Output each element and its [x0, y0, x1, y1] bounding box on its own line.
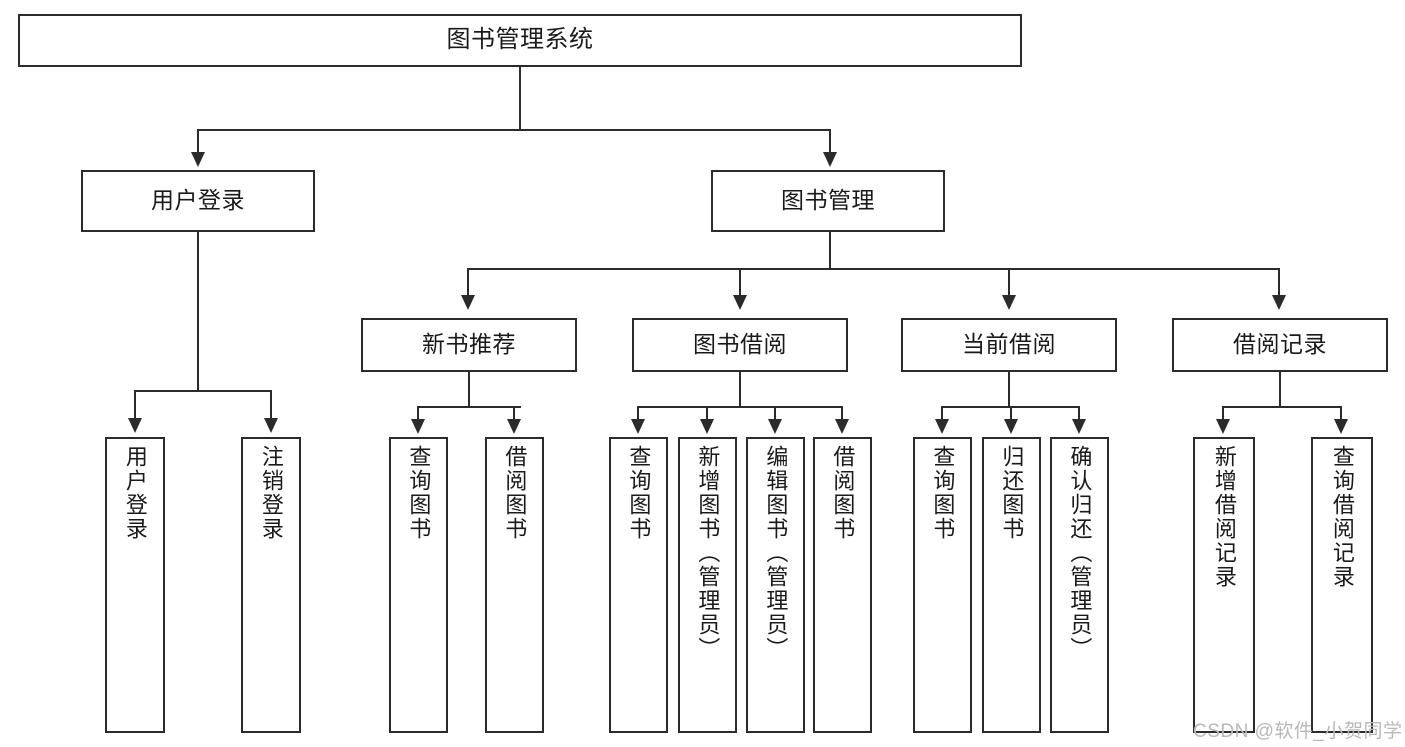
node-leaf-confirm-return[interactable]: 确认归还（管理员） — [1050, 437, 1109, 733]
arrow-leaf-query-book-2 — [631, 419, 645, 434]
node-leaf-query-record[interactable]: 查询借阅记录 — [1311, 437, 1373, 733]
node-label: 借阅图书 — [502, 445, 528, 541]
node-label: 用户登录 — [151, 187, 245, 214]
node-label: 查询图书 — [406, 445, 432, 541]
connector-drop-leaf-add-book — [706, 406, 708, 423]
arrow-leaf-borrow-book-1 — [507, 419, 521, 434]
connector-level2-bus — [197, 129, 831, 131]
node-leaf-add-book[interactable]: 新增图书（管理员） — [678, 437, 737, 733]
arrow-leaf-add-book — [700, 419, 714, 434]
node-book-management[interactable]: 图书管理 — [711, 170, 945, 232]
node-leaf-query-book-1[interactable]: 查询图书 — [389, 437, 448, 733]
connector-drop-user-login — [197, 129, 199, 156]
node-label: 图书管理 — [781, 187, 875, 214]
connector-new-book-recommend-stem — [468, 372, 470, 408]
node-leaf-borrow-book-2[interactable]: 借阅图书 — [813, 437, 872, 733]
arrow-user-login — [191, 152, 205, 167]
node-label: 新增图书（管理员） — [695, 445, 721, 661]
node-book-borrow[interactable]: 图书借阅 — [632, 318, 848, 372]
connector-drop-leaf-query-book-3 — [941, 406, 943, 423]
arrow-leaf-borrow-book-2 — [835, 419, 849, 434]
arrow-leaf-query-book-3 — [935, 419, 949, 434]
node-label: 借阅图书 — [830, 445, 856, 541]
node-leaf-borrow-book-1[interactable]: 借阅图书 — [485, 437, 544, 733]
node-current-borrow[interactable]: 当前借阅 — [901, 318, 1117, 372]
arrow-leaf-query-book-1 — [411, 419, 425, 434]
node-root-system[interactable]: 图书管理系统 — [18, 14, 1022, 67]
node-label: 归还图书 — [999, 445, 1025, 541]
arrow-leaf-logout-login — [264, 418, 278, 433]
connector-drop-leaf-query-book-1 — [417, 406, 419, 423]
node-label: 确认归还（管理员） — [1067, 445, 1093, 661]
connector-drop-leaf-query-book-2 — [637, 406, 639, 423]
node-label: 用户登录 — [122, 445, 148, 541]
node-label: 编辑图书（管理员） — [763, 445, 789, 661]
connector-book-borrow-bus — [637, 406, 843, 408]
connector-drop-leaf-confirm-return — [1078, 406, 1080, 423]
connector-book-borrow-stem — [739, 372, 741, 408]
node-leaf-user-login[interactable]: 用户登录 — [105, 437, 165, 733]
connector-user-login-bus — [134, 390, 272, 392]
arrow-leaf-user-login — [128, 418, 142, 433]
connector-drop-leaf-borrow-book-2 — [841, 406, 843, 423]
node-label: 图书借阅 — [693, 331, 787, 358]
node-leaf-query-book-2[interactable]: 查询图书 — [609, 437, 668, 733]
node-label: 借阅记录 — [1233, 331, 1327, 358]
arrow-leaf-return-book — [1004, 419, 1018, 434]
connector-borrow-record-stem — [1279, 372, 1281, 408]
node-label: 查询图书 — [626, 445, 652, 541]
node-new-book-recommend[interactable]: 新书推荐 — [361, 318, 577, 372]
node-label: 新增借阅记录 — [1211, 445, 1237, 589]
connector-drop-leaf-edit-book — [774, 406, 776, 423]
node-leaf-logout-login[interactable]: 注销登录 — [241, 437, 301, 733]
connector-root-stem — [519, 67, 521, 130]
connector-drop-book-management — [829, 129, 831, 156]
connector-drop-leaf-logout-login — [270, 390, 272, 422]
node-label: 注销登录 — [258, 445, 284, 541]
connector-current-borrow-stem — [1008, 372, 1010, 408]
connector-drop-current-borrow — [1008, 268, 1010, 299]
node-label: 查询图书 — [930, 445, 956, 541]
arrow-leaf-query-record — [1334, 419, 1348, 434]
arrow-borrow-record — [1272, 295, 1286, 310]
connector-drop-book-borrow — [739, 268, 741, 299]
arrow-leaf-edit-book — [768, 419, 782, 434]
node-label: 图书管理系统 — [446, 26, 594, 54]
node-borrow-record[interactable]: 借阅记录 — [1172, 318, 1388, 372]
connector-drop-leaf-return-book — [1010, 406, 1012, 423]
connector-new-book-recommend-bus — [417, 406, 521, 408]
arrow-leaf-add-record — [1216, 419, 1230, 434]
node-label: 新书推荐 — [422, 331, 516, 358]
connector-drop-leaf-add-record — [1222, 406, 1224, 423]
arrow-book-management — [823, 152, 837, 167]
node-label: 查询借阅记录 — [1329, 445, 1355, 589]
arrow-current-borrow — [1002, 295, 1016, 310]
connector-level3-bus — [467, 268, 1280, 270]
node-leaf-query-book-3[interactable]: 查询图书 — [913, 437, 972, 733]
connector-drop-leaf-user-login — [134, 390, 136, 422]
connector-drop-leaf-borrow-book-1 — [513, 406, 515, 423]
arrow-new-book-recommend — [461, 295, 475, 310]
connector-drop-borrow-record — [1278, 268, 1280, 299]
arrow-book-borrow — [733, 295, 747, 310]
arrow-leaf-confirm-return — [1072, 419, 1086, 434]
connector-drop-new-book-recommend — [467, 268, 469, 299]
connector-user-login-stem — [197, 232, 199, 392]
connector-drop-leaf-query-record — [1340, 406, 1342, 423]
csdn-watermark: CSDN @软件_小贺同学 — [1193, 721, 1403, 742]
node-leaf-add-record[interactable]: 新增借阅记录 — [1193, 437, 1255, 733]
node-leaf-edit-book[interactable]: 编辑图书（管理员） — [746, 437, 805, 733]
node-user-login[interactable]: 用户登录 — [81, 170, 315, 232]
node-leaf-return-book[interactable]: 归还图书 — [982, 437, 1041, 733]
node-label: 当前借阅 — [962, 331, 1056, 358]
connector-borrow-record-bus — [1222, 406, 1342, 408]
connector-book-management-stem — [829, 232, 831, 270]
